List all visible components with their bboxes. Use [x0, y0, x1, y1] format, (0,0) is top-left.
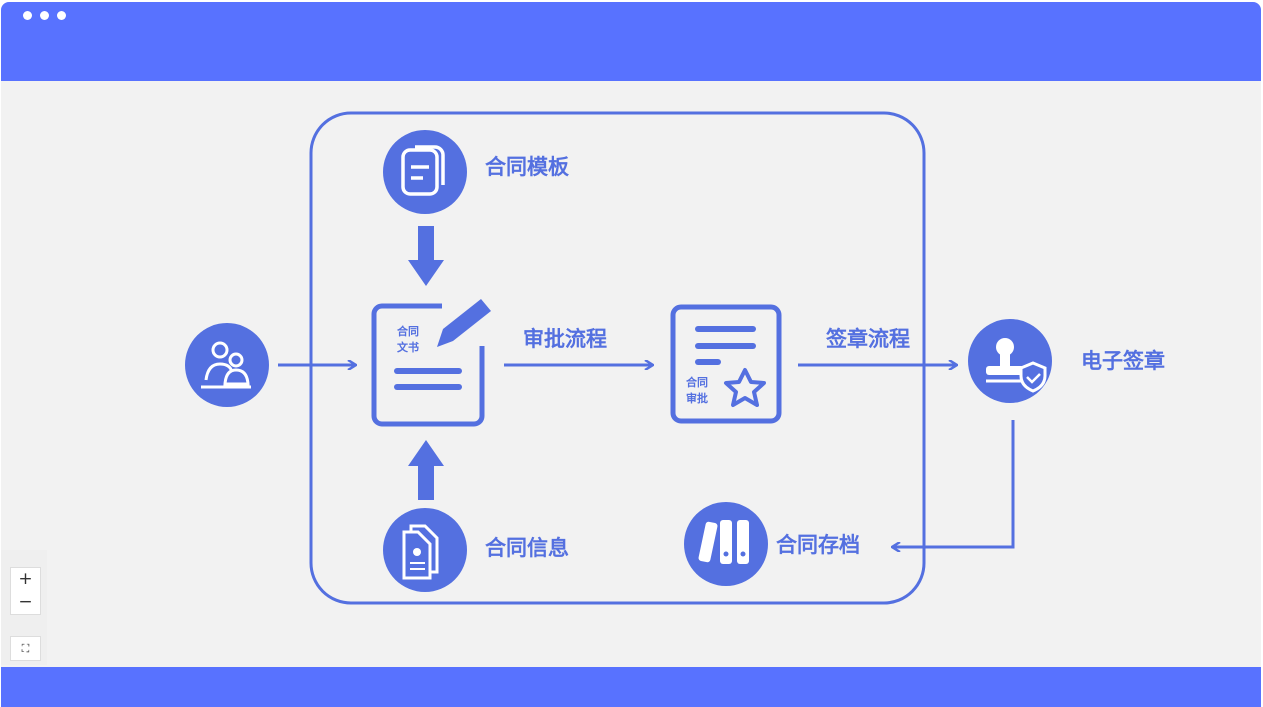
footer-bar: [1, 667, 1261, 707]
contract-document-icon: [371, 299, 491, 427]
contract-info-icon: [383, 508, 467, 592]
document-text-2: 文书: [397, 340, 419, 354]
approval-flow-label: 审批流程: [523, 327, 607, 351]
up-arrow-icon: [408, 440, 444, 500]
info-label: 合同信息: [485, 536, 569, 560]
down-arrow-icon: [408, 226, 444, 286]
zoom-in-button[interactable]: +: [10, 567, 41, 592]
title-bar: [1, 2, 1261, 81]
seal-flow-label: 签章流程: [825, 327, 910, 351]
approval-text-1: 合同: [686, 375, 708, 389]
system-boundary: [309, 111, 926, 605]
zoom-out-button[interactable]: −: [10, 591, 41, 615]
contract-approval-icon: [670, 304, 782, 424]
e-seal-label: 电子签章: [1081, 349, 1165, 373]
template-icon: [383, 130, 467, 214]
template-label: 合同模板: [485, 155, 570, 179]
users-icon: [185, 323, 269, 407]
window-dot: [57, 11, 66, 20]
fit-screen-button[interactable]: ⛶: [10, 636, 41, 661]
e-seal-icon: [968, 319, 1052, 403]
window-dot: [23, 11, 32, 20]
archive-label: 合同存档: [776, 533, 860, 557]
zoom-controls: + − ⛶: [1, 550, 47, 665]
archive-binders-icon: [684, 502, 768, 586]
approval-text-2: 审批: [686, 391, 708, 405]
flow-arrow: [893, 420, 1015, 547]
window-dot: [40, 11, 49, 20]
document-text-1: 合同: [397, 324, 419, 338]
